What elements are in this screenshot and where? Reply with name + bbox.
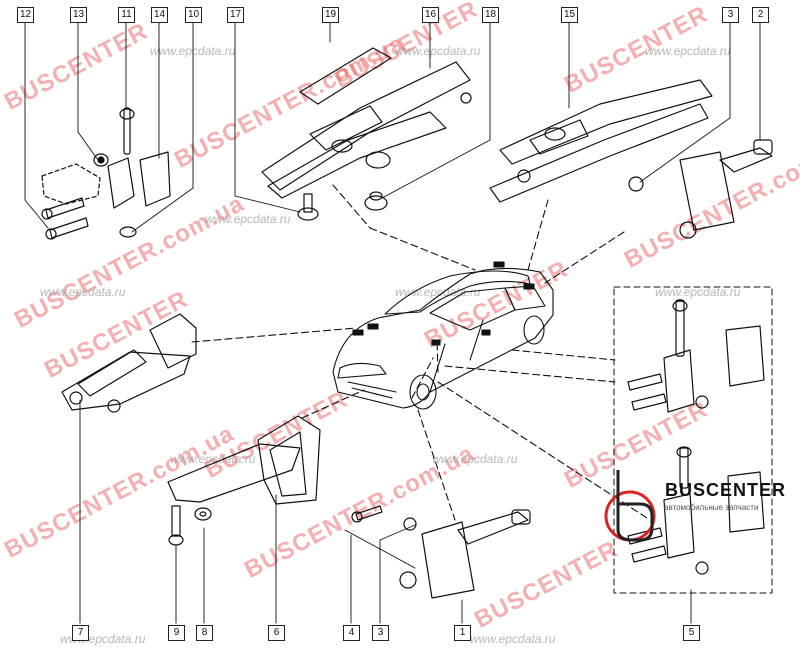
logo-brand: BUSCENTER (665, 480, 787, 500)
part-group-16-19 (261, 47, 472, 221)
callout-3-top: 3 (722, 7, 739, 23)
callout-12: 12 (17, 7, 34, 23)
callout-19: 19 (322, 7, 339, 23)
watermark-site: www.epcdata.ru (40, 285, 126, 299)
callout-1: 1 (454, 625, 471, 641)
logo-tagline: автомобильные запчасти (664, 503, 759, 512)
callout-13: 13 (70, 7, 87, 23)
leader-lines (24, 21, 761, 624)
callout-15: 15 (561, 7, 578, 23)
part-group-10-14 (41, 107, 171, 240)
callout-11: 11 (118, 7, 135, 23)
callout-3-bottom: 3 (372, 625, 389, 641)
callout-6: 6 (268, 625, 285, 641)
callout-14: 14 (151, 7, 168, 23)
callout-4: 4 (343, 625, 360, 641)
part-group-2-3-top (628, 139, 773, 239)
callout-9: 9 (168, 625, 185, 641)
callout-10: 10 (185, 7, 202, 23)
car-body (332, 261, 554, 410)
watermark-site: www.epcdata.ru (432, 452, 518, 466)
watermark-site: www.epcdata.ru (395, 44, 481, 58)
part-group-5 (627, 299, 765, 575)
buscenter-logo-mark (604, 470, 656, 542)
callout-16: 16 (422, 7, 439, 23)
connector-lines (191, 184, 651, 521)
callout-2: 2 (752, 7, 769, 23)
part-5-group-frame (613, 286, 773, 594)
part-group-6-8-9 (167, 415, 321, 546)
callout-18: 18 (482, 7, 499, 23)
part-group-7 (61, 313, 197, 413)
watermark-site: www.epcdata.ru (170, 452, 256, 466)
part-group-1-3-4 (351, 505, 531, 599)
watermark-site: www.epcdata.ru (655, 285, 741, 299)
callout-7: 7 (72, 625, 89, 641)
watermark-site: www.epcdata.ru (205, 212, 291, 226)
callout-8: 8 (196, 625, 213, 641)
callout-17: 17 (227, 7, 244, 23)
watermark-site: www.epcdata.ru (645, 44, 731, 58)
callout-5: 5 (683, 625, 700, 641)
part-group-15 (489, 79, 713, 203)
watermark-site: www.epcdata.ru (470, 632, 556, 646)
